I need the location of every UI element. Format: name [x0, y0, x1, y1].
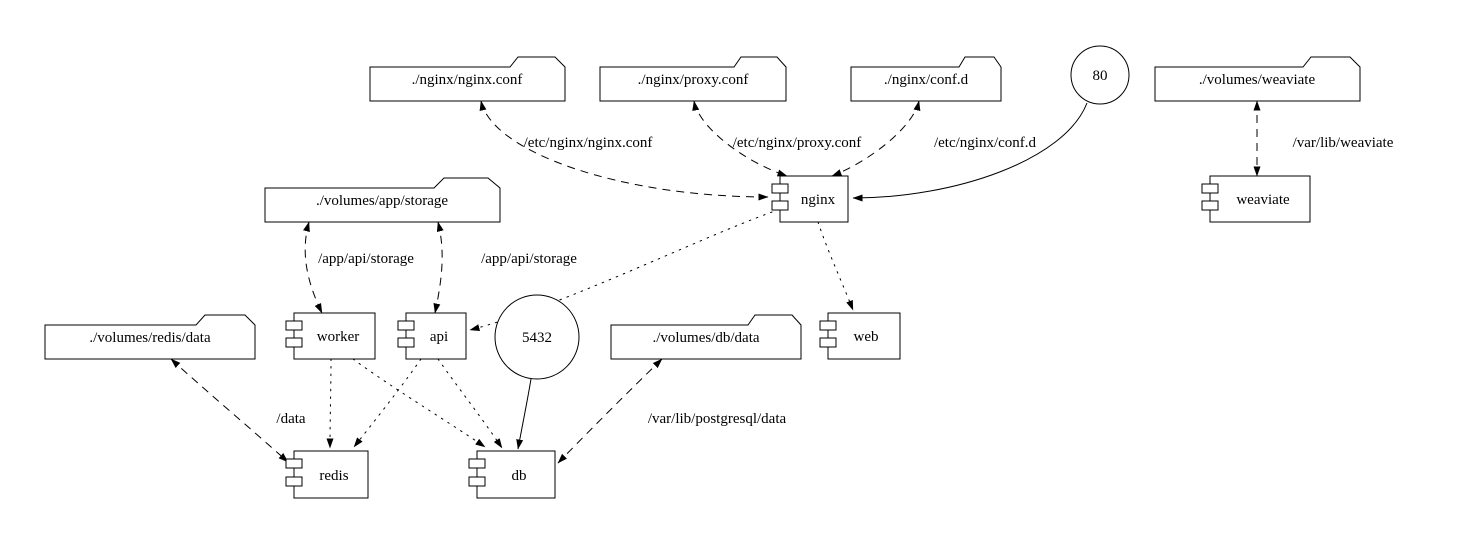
folder-shape — [599, 56, 787, 102]
node-service-nginx: nginx — [771, 175, 849, 223]
edge-label-api-storage-mount: /app/api/storage — [481, 251, 577, 267]
edge-nginx-web — [817, 221, 854, 311]
component-body — [405, 312, 467, 360]
component-body — [476, 450, 556, 499]
port-circle — [494, 294, 580, 380]
component-tab — [468, 458, 486, 469]
node-label: ./nginx/nginx.conf — [412, 72, 523, 88]
node-service-db: db — [468, 450, 556, 499]
edge-db-data-mount — [557, 358, 663, 464]
node-service-worker: worker — [285, 312, 376, 360]
edge-label-nginx-conf-mount: /etc/nginx/nginx.conf — [524, 135, 653, 151]
edge-label-weaviate-mount: /var/lib/weaviate — [1293, 135, 1394, 151]
node-label: ./volumes/weaviate — [1199, 72, 1316, 88]
edge-label-conf-d-mount: /etc/nginx/conf.d — [934, 135, 1037, 151]
edge-nginx-conf-mount — [479, 100, 769, 201]
node-label: db — [512, 468, 527, 484]
component-body — [293, 312, 376, 360]
node-label: ./nginx/conf.d — [884, 72, 969, 88]
component-tab — [397, 320, 415, 331]
edge-worker-db — [352, 358, 486, 448]
node-label: 80 — [1093, 68, 1108, 84]
component-tab — [819, 337, 837, 348]
node-folder-redis-data: ./volumes/redis/data — [44, 314, 256, 360]
edge-conf-d-mount — [831, 100, 921, 177]
component-body — [827, 312, 901, 360]
node-label: nginx — [801, 192, 836, 208]
edge-label-redis-data-mount: /data — [276, 411, 305, 427]
node-service-weaviate: weaviate — [1201, 175, 1311, 223]
component-tab — [819, 320, 837, 331]
node-label: api — [430, 329, 448, 345]
node-label: ./nginx/proxy.conf — [638, 72, 749, 88]
node-folder-conf-d: ./nginx/conf.d — [850, 56, 1002, 102]
folder-shape — [369, 56, 566, 102]
component-tab — [285, 337, 303, 348]
node-label: weaviate — [1236, 192, 1290, 208]
edge-api-redis — [353, 358, 422, 448]
node-port-80: 80 — [1070, 45, 1130, 105]
component-tab — [285, 458, 303, 469]
edge-label-proxy-conf-mount: /etc/nginx/proxy.conf — [733, 135, 862, 151]
component-tab — [468, 476, 486, 487]
folder-shape — [44, 314, 256, 360]
edge-worker-redis — [326, 358, 334, 449]
node-service-web: web — [819, 312, 901, 360]
edge-port5432-db — [516, 378, 532, 450]
node-label: ./volumes/app/storage — [316, 193, 448, 209]
component-tab — [771, 183, 789, 194]
node-folder-app-storage: ./volumes/app/storage — [264, 177, 501, 223]
component-tab — [285, 476, 303, 487]
node-label: worker — [317, 329, 359, 345]
edge-label-worker-storage-mount: /app/api/storage — [318, 251, 414, 267]
component-body — [1209, 175, 1311, 223]
component-body — [293, 450, 369, 499]
node-folder-weaviate: ./volumes/weaviate — [1154, 56, 1361, 102]
folder-shape — [264, 177, 501, 223]
component-tab — [1201, 183, 1219, 194]
node-folder-db-data: ./volumes/db/data — [610, 314, 802, 360]
edge-storage-worker-mount — [303, 221, 323, 314]
node-label: web — [854, 329, 879, 345]
edges-layer — [170, 100, 1261, 464]
folder-shape — [610, 314, 802, 360]
edge-labels-layer: /etc/nginx/nginx.conf /etc/nginx/proxy.c… — [276, 135, 1393, 427]
component-body — [779, 175, 849, 223]
node-port-5432: 5432 — [494, 294, 580, 380]
folder-shape — [850, 56, 1002, 102]
edge-api-db — [437, 358, 503, 449]
node-service-api: api — [397, 312, 467, 360]
node-folder-proxy-conf: ./nginx/proxy.conf — [599, 56, 787, 102]
edge-label-db-data-mount: /var/lib/postgresql/data — [648, 411, 787, 427]
edge-storage-api-mount — [433, 221, 444, 314]
component-tab — [397, 337, 415, 348]
edge-redis-data-mount — [170, 358, 289, 463]
node-label: ./volumes/redis/data — [89, 330, 211, 346]
component-tab — [771, 200, 789, 211]
node-folder-nginx-conf: ./nginx/nginx.conf — [369, 56, 566, 102]
edge-port80-nginx — [852, 102, 1088, 202]
port-circle — [1070, 45, 1130, 105]
node-label: 5432 — [522, 330, 552, 346]
node-label: ./volumes/db/data — [652, 330, 759, 346]
component-tab — [285, 320, 303, 331]
folder-shape — [1154, 56, 1361, 102]
component-tab — [1201, 200, 1219, 211]
node-label: redis — [319, 468, 348, 484]
node-service-redis: redis — [285, 450, 369, 499]
